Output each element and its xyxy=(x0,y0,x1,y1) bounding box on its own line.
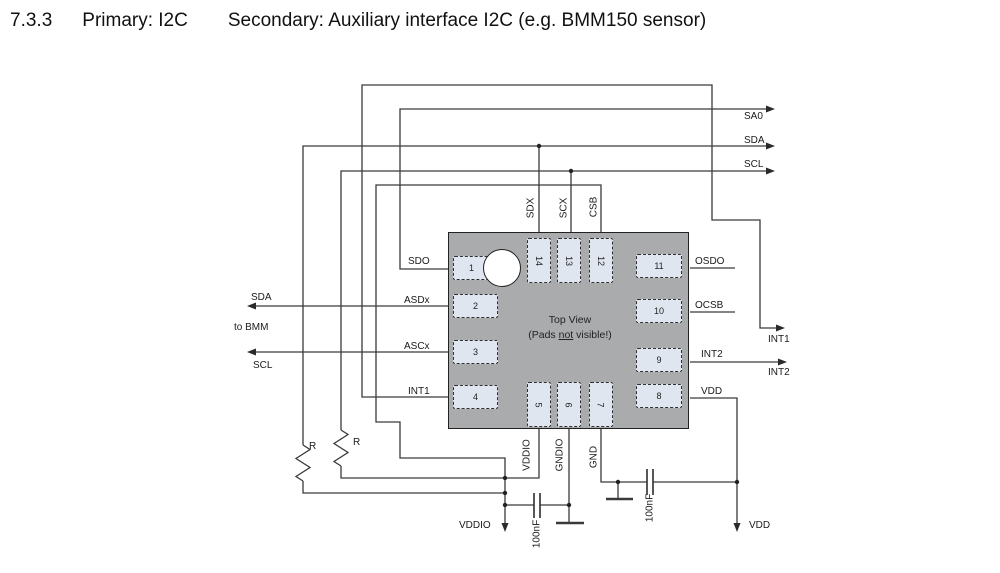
pin-label-sdx: SDX xyxy=(525,197,537,219)
ext-label-vdd-supply: VDD xyxy=(749,520,771,531)
junction-dot xyxy=(502,475,508,481)
arrow-scl-host xyxy=(766,167,775,175)
pad-1-number: 1 xyxy=(469,263,475,273)
capacitor2-plates xyxy=(646,469,654,495)
pin-label-ocsb: OCSB xyxy=(695,300,724,311)
resistor-r1-symbol xyxy=(294,444,312,482)
ext-label-vddio-supply: VDDIO xyxy=(459,520,491,531)
component-label-c1: 100nF xyxy=(531,519,543,549)
arrow-int2-out xyxy=(778,358,787,366)
junction-dot xyxy=(568,168,574,174)
pad-3: 3 xyxy=(453,340,498,364)
ext-label-sa0: SA0 xyxy=(744,111,763,122)
net-vddio-pin5 xyxy=(505,428,540,479)
pin-label-gnd: GND xyxy=(588,445,600,469)
pad-13: 13 xyxy=(557,238,581,283)
pad-7: 7 xyxy=(589,382,613,427)
ext-label-to-bmm: to BMM xyxy=(234,322,269,333)
junction-dot xyxy=(615,479,621,485)
pad-5: 5 xyxy=(527,382,551,427)
net-vdd xyxy=(690,397,738,523)
net-int1 xyxy=(361,84,776,398)
pad-11: 11 xyxy=(636,254,682,278)
junction-dot xyxy=(566,502,572,508)
pad-5-number: 5 xyxy=(533,401,544,408)
pad-7-number: 7 xyxy=(595,401,606,408)
pads-note-post: visible!) xyxy=(573,329,612,341)
ext-label-scl-host: SCL xyxy=(744,159,764,170)
title-secondary: Secondary: Auxiliary interface I2C (e.g.… xyxy=(227,10,707,31)
ext-label-int2-out: INT2 xyxy=(768,367,790,378)
junction-dots xyxy=(502,143,740,508)
pin-label-int1: INT1 xyxy=(408,386,430,397)
pad-11-number: 11 xyxy=(654,261,664,271)
pin-label-sdo: SDO xyxy=(408,256,430,267)
chip-top-view-note: Top View (Pads not visible!) xyxy=(528,313,611,343)
pads-note-pre: (Pads xyxy=(528,329,559,341)
junction-dot xyxy=(734,479,740,485)
title-primary: Primary: I2C xyxy=(82,10,188,31)
arrow-sda-host xyxy=(766,142,775,150)
net-sdo-sa0 xyxy=(399,108,766,270)
pin-label-vddio: VDDIO xyxy=(521,439,533,471)
pad-8: 8 xyxy=(636,384,682,408)
pad-10: 10 xyxy=(636,299,682,323)
pad-13-number: 13 xyxy=(563,255,574,266)
component-label-r2: R xyxy=(353,437,361,448)
pad-2: 2 xyxy=(453,294,498,318)
arrow-sa0 xyxy=(766,105,775,113)
pad-12: 12 xyxy=(589,238,613,283)
capacitor1-plates xyxy=(533,493,541,518)
chip-top-view-line2: (Pads not visible!) xyxy=(528,328,611,343)
ext-label-sda-bmm: SDA xyxy=(251,292,272,303)
pad-2-number: 2 xyxy=(472,301,478,311)
junction-dot xyxy=(536,143,542,149)
arrow-sda-bmm xyxy=(247,302,256,310)
pin-label-vdd: VDD xyxy=(701,386,723,397)
pin-label-scx: SCX xyxy=(558,197,570,219)
pad-6: 6 xyxy=(557,382,581,427)
pin-label-asdx: ASDx xyxy=(404,295,430,306)
pads-note-underlined: not xyxy=(558,329,574,341)
arrow-vdd-down xyxy=(733,523,741,532)
junction-dot xyxy=(502,490,508,496)
arrow-vddio-down xyxy=(501,523,509,532)
pad-9: 9 xyxy=(636,348,682,372)
component-label-r1: R xyxy=(309,441,317,452)
pad-10-number: 10 xyxy=(653,306,664,316)
net-sda xyxy=(302,145,766,494)
ext-label-sda-host: SDA xyxy=(744,135,765,146)
pad-4: 4 xyxy=(453,385,498,409)
net-scl xyxy=(340,170,766,479)
component-label-c2: 100nF xyxy=(644,493,656,523)
pad-14: 14 xyxy=(527,238,551,283)
pin1-marker-circle xyxy=(483,249,521,287)
net-csb-vddio-rail xyxy=(375,184,602,523)
pin-label-ascx: ASCx xyxy=(404,341,430,352)
pad-3-number: 3 xyxy=(472,347,478,357)
ext-label-int1-out: INT1 xyxy=(768,334,790,345)
pad-6-number: 6 xyxy=(563,401,574,408)
arrow-int1-out xyxy=(776,324,785,332)
pad-12-number: 12 xyxy=(595,255,606,266)
pad-9-number: 9 xyxy=(656,355,662,365)
arrowheads xyxy=(247,105,787,532)
pad-14-number: 14 xyxy=(533,255,544,266)
pad-8-number: 8 xyxy=(656,391,662,401)
net-gnd-pin7 xyxy=(600,428,737,498)
pin-label-int2: INT2 xyxy=(701,349,723,360)
junction-dot xyxy=(502,502,508,508)
pin-label-gndio: GNDIO xyxy=(554,438,566,472)
pad-4-number: 4 xyxy=(472,392,478,402)
arrow-scl-bmm xyxy=(247,348,256,356)
chip-top-view-line1: Top View xyxy=(548,314,592,326)
section-number: 7.3.3 xyxy=(10,10,53,31)
pin-label-osdo: OSDO xyxy=(695,256,725,267)
section-title: 7.3.3 Primary: I2C Secondary: Auxiliary … xyxy=(10,10,706,32)
ext-label-scl-bmm: SCL xyxy=(253,360,273,371)
resistor-r2-symbol xyxy=(332,429,350,467)
pin-label-csb: CSB xyxy=(588,196,600,218)
